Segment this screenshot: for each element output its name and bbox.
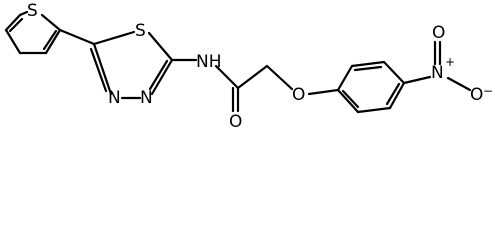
- atom-ring-nitrogen: N: [108, 88, 121, 108]
- bond-double: [148, 59, 169, 91]
- bond: [382, 60, 406, 85]
- bond-double: [42, 29, 58, 51]
- bond: [92, 42, 113, 96]
- bond: [147, 31, 174, 62]
- bond-double: [385, 82, 401, 106]
- bond: [40, 13, 62, 32]
- bond: [336, 88, 360, 114]
- bond-double: [353, 65, 383, 72]
- atom-labels: S S NH N N O O N + O O −: [27, 1, 493, 132]
- bond: [336, 64, 354, 92]
- bond: [214, 64, 240, 90]
- charge-minus: −: [483, 84, 493, 98]
- bond: [307, 88, 340, 96]
- bond-double: [341, 89, 360, 109]
- thiophene-ring: [4, 10, 62, 55]
- bond: [265, 64, 294, 91]
- benzene-ring: [336, 60, 406, 114]
- bond: [150, 58, 174, 96]
- charge-plus: +: [445, 55, 455, 69]
- atom-ring-nitrogen: N: [140, 88, 153, 108]
- bond: [4, 28, 22, 55]
- atom-nitro-nitrogen: N: [431, 63, 444, 83]
- bond-double: [89, 47, 108, 93]
- atom-sulfur-thiadiazole: S: [135, 21, 146, 41]
- atom-nitro-oxygen: O: [470, 85, 483, 105]
- atom-sulfur-thiophene: S: [27, 1, 38, 21]
- atom-nitro-oxygen: O: [432, 23, 445, 43]
- molecule-structure-diagram: S S NH N N O O N + O O −: [4, 1, 493, 132]
- bond-double: [8, 17, 24, 33]
- bond: [356, 106, 392, 114]
- bond: [44, 28, 62, 55]
- bond: [388, 81, 406, 110]
- atom-ether-oxygen: O: [292, 85, 305, 105]
- bond: [92, 30, 136, 46]
- bond: [350, 60, 386, 68]
- bond: [4, 13, 22, 32]
- bond: [402, 75, 432, 85]
- bond: [236, 64, 269, 90]
- bond: [446, 76, 472, 92]
- thiadiazole-ring: [89, 30, 174, 100]
- atom-amide-nitrogen: NH: [196, 52, 222, 72]
- bond: [18, 10, 29, 17]
- bond: [58, 28, 96, 46]
- atom-carbonyl-oxygen: O: [229, 112, 242, 132]
